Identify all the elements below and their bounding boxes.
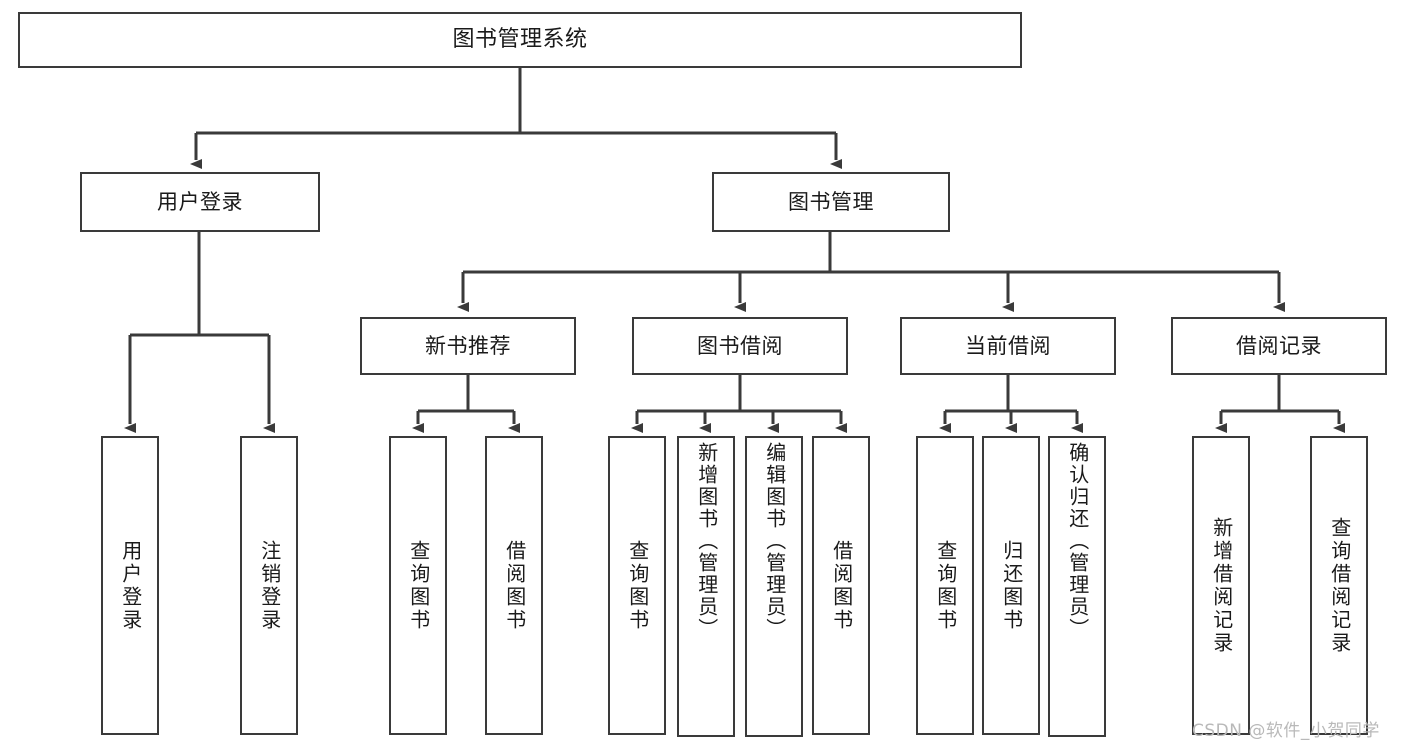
leaf-add-book-admin[interactable]: 新增图书（管理员） [677,436,735,737]
node-label: 编辑图书（管理员） [762,442,787,640]
node-current-borrowing[interactable]: 当前借阅 [900,317,1116,375]
node-label: 查询图书 [625,539,650,632]
node-label: 注销登录 [257,539,282,632]
node-book-management[interactable]: 图书管理 [712,172,950,232]
node-label: 归还图书 [999,539,1024,632]
leaf-borrow-books-recommend[interactable]: 借阅图书 [485,436,543,735]
node-label: 查询图书 [406,539,431,632]
node-label: 新增借阅记录 [1209,516,1234,655]
node-book-borrowing[interactable]: 图书借阅 [632,317,848,375]
node-new-book-recommendation[interactable]: 新书推荐 [360,317,576,375]
node-label: 借阅图书 [502,539,527,632]
node-label: 用户登录 [157,189,243,214]
leaf-query-books-recommend[interactable]: 查询图书 [389,436,447,735]
node-label: 图书管理系统 [452,27,588,53]
node-label: 借阅记录 [1236,333,1322,358]
leaf-confirm-return-admin[interactable]: 确认归还（管理员） [1048,436,1106,737]
node-label: 图书管理 [788,189,874,214]
leaf-borrow-books[interactable]: 借阅图书 [812,436,870,735]
leaf-logout[interactable]: 注销登录 [240,436,298,735]
leaf-query-books-borrow[interactable]: 查询图书 [608,436,666,735]
node-label: 图书借阅 [697,333,783,358]
leaf-edit-book-admin[interactable]: 编辑图书（管理员） [745,436,803,737]
node-label: 查询借阅记录 [1327,516,1352,655]
leaf-query-books-current[interactable]: 查询图书 [916,436,974,735]
node-label: 查询图书 [933,539,958,632]
csdn-watermark: CSDN @软件_小贺同学 [1192,721,1380,741]
node-label: 用户登录 [118,539,143,632]
node-label: 新增图书（管理员） [694,442,719,640]
leaf-return-books[interactable]: 归还图书 [982,436,1040,735]
node-label: 确认归还（管理员） [1065,442,1090,640]
node-user-login[interactable]: 用户登录 [80,172,320,232]
node-label: 借阅图书 [829,539,854,632]
node-label: 当前借阅 [965,333,1051,358]
leaf-query-borrow-record[interactable]: 查询借阅记录 [1310,436,1368,735]
node-label: 新书推荐 [425,333,511,358]
leaf-add-borrow-record[interactable]: 新增借阅记录 [1192,436,1250,735]
leaf-user-login[interactable]: 用户登录 [101,436,159,735]
node-borrow-records[interactable]: 借阅记录 [1171,317,1387,375]
node-root-library-management-system[interactable]: 图书管理系统 [18,12,1022,68]
